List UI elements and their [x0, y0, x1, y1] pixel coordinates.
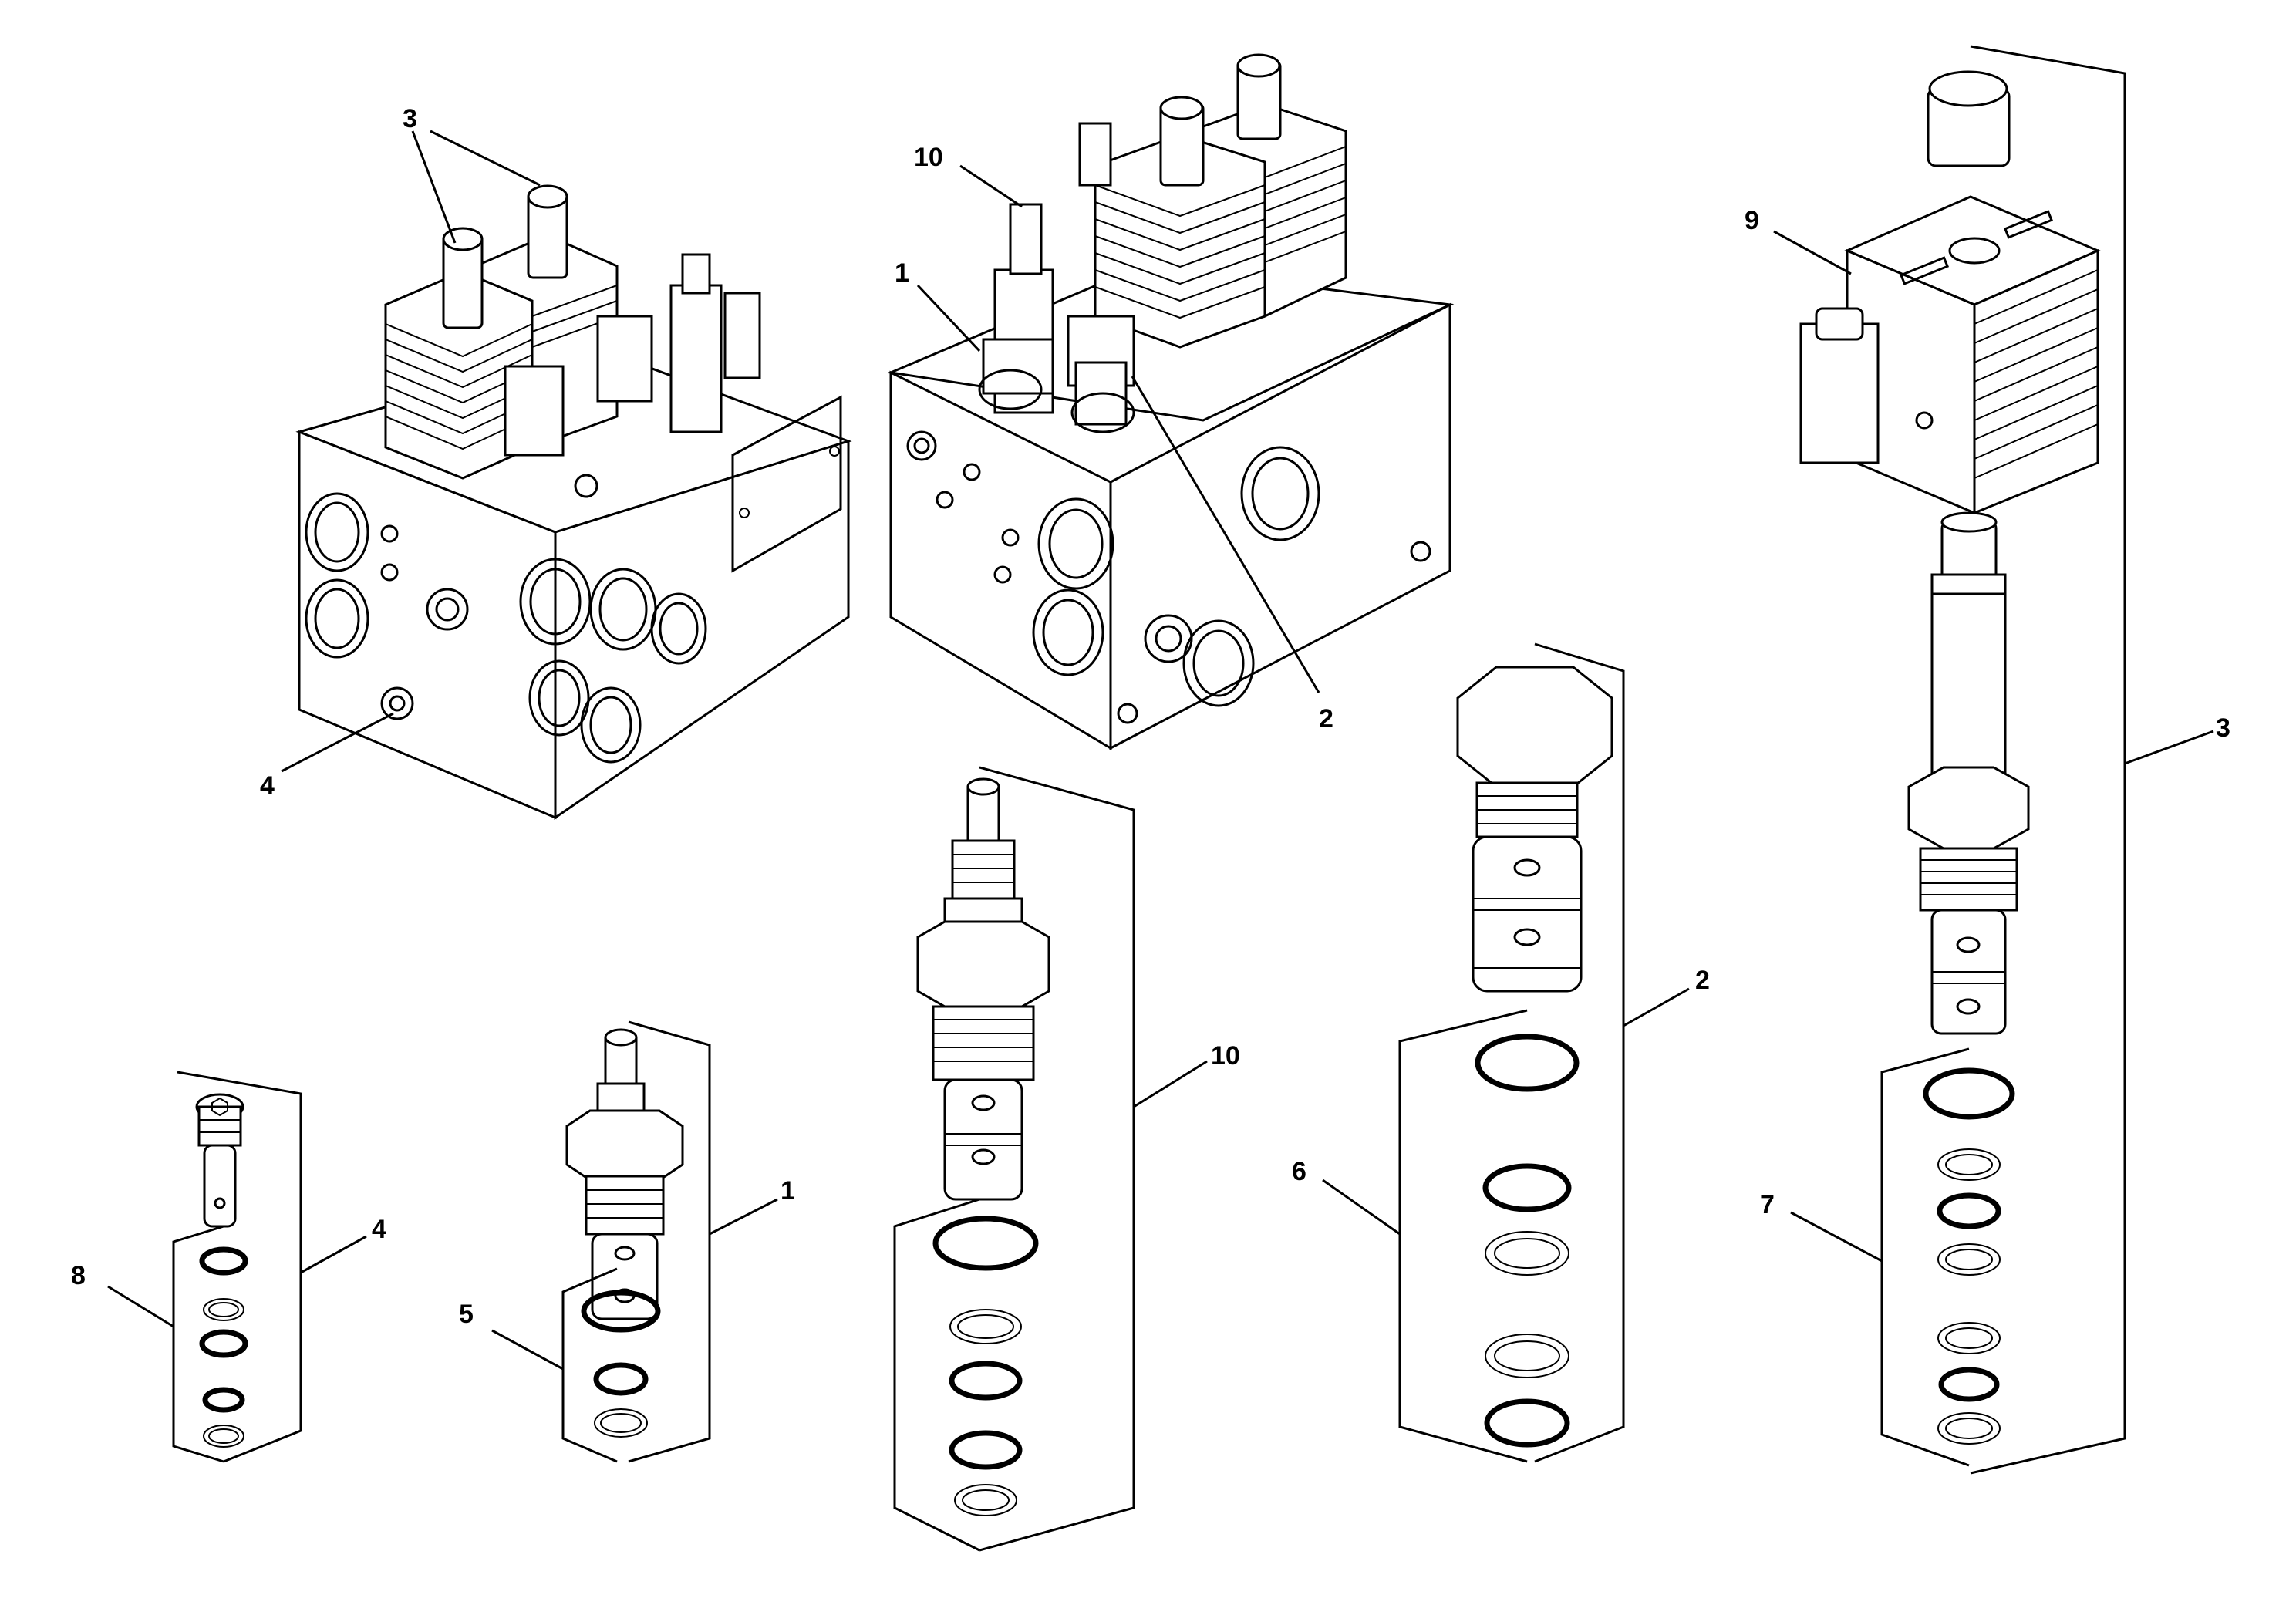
relief-valve-cartridge [916, 777, 1050, 1201]
check-valve-cartridge [1456, 666, 1613, 993]
solenoid-cartridge-valve [1907, 511, 2030, 1035]
orifice-plug-cartridge [195, 1093, 244, 1228]
callout-10-manifold: 10 [914, 143, 943, 172]
callout-8-kit: 8 [71, 1261, 86, 1290]
callout-7-kit: 7 [1760, 1190, 1775, 1219]
callout-4-kit: 4 [372, 1215, 386, 1244]
callout-4-manifold: 4 [260, 771, 275, 801]
valve-manifold-rear [886, 53, 1455, 750]
callout-5-kit: 5 [459, 1300, 474, 1329]
callout-2-kit: 2 [1695, 966, 1710, 995]
callout-3-manifold: 3 [403, 104, 417, 133]
solenoid-coil [1799, 70, 2101, 515]
leader-lines [107, 130, 2214, 1371]
callout-9-coil: 9 [1745, 206, 1759, 235]
kit-brackets [172, 45, 2126, 1552]
valve-manifold-front [295, 184, 852, 820]
seal-kit-rings [199, 1034, 2015, 1516]
callout-1-manifold: 1 [895, 258, 909, 288]
pressure-valve-cartridge [565, 1028, 684, 1320]
callout-6-kit: 6 [1292, 1157, 1306, 1186]
callout-10-kit: 10 [1211, 1041, 1240, 1071]
callout-1-kit: 1 [781, 1176, 795, 1206]
callout-3-kit: 3 [2216, 713, 2230, 743]
callout-2-manifold: 2 [1319, 704, 1333, 733]
